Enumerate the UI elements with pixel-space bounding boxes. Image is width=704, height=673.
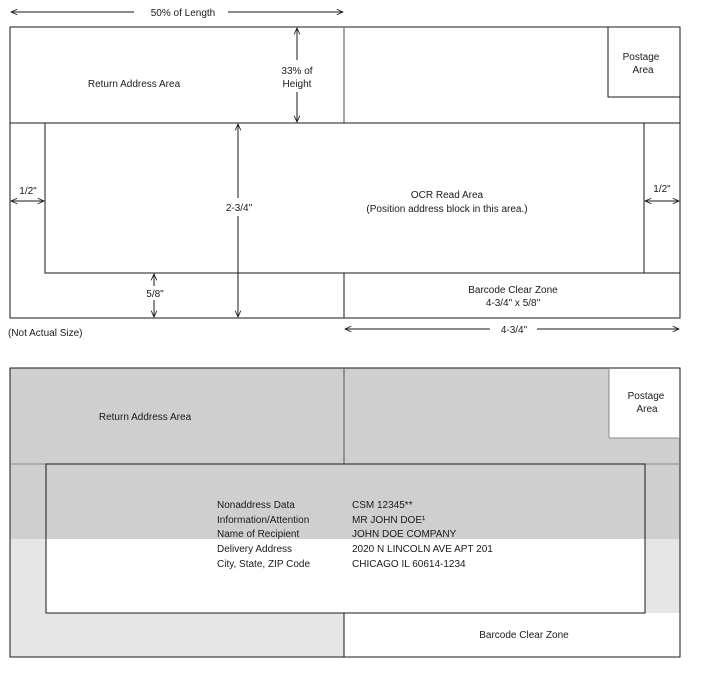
shaded-region-lower-left: [10, 539, 46, 657]
address-row-value: MR JOHN DOE¹: [352, 515, 426, 526]
right-margin-label: 1/2": [653, 184, 671, 195]
address-row-label: Nonaddress Data: [217, 500, 295, 511]
length-dimension-label: 50% of Length: [151, 8, 216, 19]
shaded-region-lower-band: [46, 613, 344, 657]
postage-area-label-line1-bottom: Postage: [628, 391, 665, 402]
ocr-read-area-box-bottom: [45, 463, 646, 614]
address-row-value: CSM 12345**: [352, 500, 413, 511]
address-block: Nonaddress Data CSM 12345** Information/…: [217, 500, 493, 570]
postage-area-label-line2: Area: [632, 65, 654, 76]
shaded-region-top: [10, 368, 680, 539]
ocr-read-area-note: (Position address block in this area.): [366, 204, 527, 215]
top-envelope-diagram: 50% of Length Return Address Area Postag…: [8, 8, 681, 339]
address-row-value: JOHN DOE COMPANY: [352, 529, 457, 540]
barcode-zone-title-bottom: Barcode Clear Zone: [479, 630, 569, 641]
postage-white-area: [609, 368, 680, 438]
return-address-label: Return Address Area: [88, 79, 181, 90]
address-row-value: CHICAGO IL 60614-1234: [352, 559, 466, 570]
height-33-label-line2: Height: [283, 79, 312, 90]
bottom-margin-label: 5/8": [146, 289, 164, 300]
postage-area-label-line2-bottom: Area: [636, 404, 658, 415]
left-margin-label: 1/2": [19, 186, 37, 197]
postage-area-box: [607, 26, 681, 98]
address-row-value: 2020 N LINCOLN AVE APT 201: [352, 544, 493, 555]
address-row-label: City, State, ZIP Code: [217, 559, 310, 570]
ocr-white-area: [46, 539, 645, 613]
address-row-label: Name of Recipient: [217, 529, 299, 540]
shaded-region-lower-right: [645, 539, 680, 613]
return-address-label-bottom: Return Address Area: [99, 412, 192, 423]
barcode-zone-size: 4-3/4" x 5/8": [486, 298, 541, 309]
bottom-envelope-outline: [9, 367, 681, 658]
barcode-white-area: [344, 613, 680, 657]
height-33-label-line1: 33% of: [281, 66, 312, 77]
ocr-read-area-title: OCR Read Area: [411, 190, 484, 201]
postage-area-label-line1: Postage: [623, 52, 660, 63]
ocr-height-label: 2-3/4": [226, 203, 253, 214]
not-actual-size-note: (Not Actual Size): [8, 328, 82, 339]
ocr-read-area-box: [44, 122, 645, 274]
address-row-label: Information/Attention: [217, 515, 309, 526]
barcode-width-label: 4-3/4": [501, 325, 528, 336]
address-row-label: Delivery Address: [217, 544, 292, 555]
top-envelope-outline: [9, 26, 681, 319]
barcode-zone-title: Barcode Clear Zone: [468, 285, 558, 296]
bottom-envelope-diagram: Return Address Area Postage Area Barcode…: [9, 367, 681, 658]
